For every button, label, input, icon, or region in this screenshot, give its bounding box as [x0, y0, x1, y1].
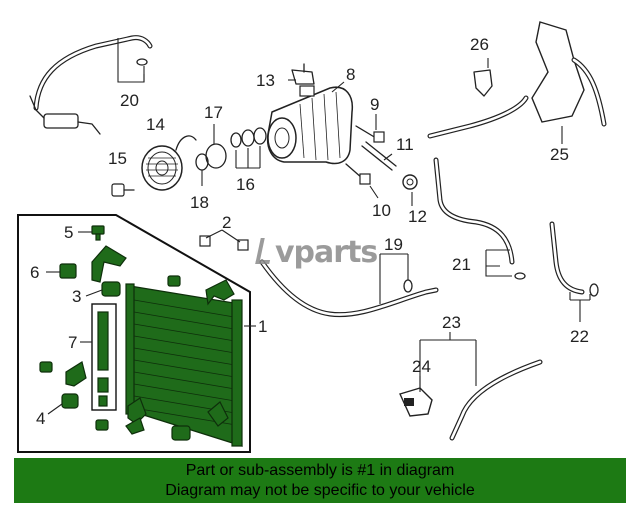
- callout-19[interactable]: 19: [384, 235, 403, 254]
- callout-26[interactable]: 26: [470, 35, 489, 54]
- callout-7[interactable]: 7: [68, 333, 77, 352]
- callout-21[interactable]: 21: [452, 255, 471, 274]
- oring-part-19[interactable]: [403, 279, 413, 293]
- bolt-part-10[interactable]: [345, 163, 371, 185]
- callout-3[interactable]: 3: [72, 287, 81, 306]
- oring-part-20[interactable]: [136, 58, 148, 66]
- pressure-line-part-23[interactable]: [449, 359, 543, 441]
- compressor-part-8[interactable]: [266, 85, 354, 165]
- suction-hose-part-20[interactable]: [29, 35, 153, 135]
- callout-13[interactable]: 13: [256, 71, 275, 90]
- bracket-part-6[interactable]: [91, 245, 127, 283]
- bracket-part-lower[interactable]: [95, 397, 147, 435]
- cushion-part-3[interactable]: [101, 281, 121, 297]
- callout-17[interactable]: 17: [204, 103, 223, 122]
- bolt-part-15[interactable]: [111, 183, 135, 197]
- callout-16[interactable]: 16: [236, 175, 255, 194]
- oring-part-22[interactable]: [589, 283, 599, 297]
- discharge-hose-part-19[interactable]: [259, 259, 439, 318]
- callout-1[interactable]: 1: [258, 317, 267, 336]
- condenser-group-frame: [17, 214, 251, 453]
- shim-part-16[interactable]: [230, 127, 267, 148]
- callout-2[interactable]: 2: [222, 213, 231, 232]
- callout-labels: 1 2 3 4 5 6 7 8 9 10 11 12 13 14 15 16 1…: [30, 35, 589, 428]
- callout-11[interactable]: 11: [396, 135, 414, 154]
- callout-12[interactable]: 12: [408, 207, 427, 226]
- oring-part-21[interactable]: [514, 272, 526, 280]
- callout-9[interactable]: 9: [370, 95, 379, 114]
- callout-18[interactable]: 18: [190, 193, 209, 212]
- bracket-part-upper-right[interactable]: [205, 279, 235, 306]
- banner-line-1: Part or sub-assembly is #1 in diagram: [185, 462, 455, 479]
- bracket-part-13[interactable]: [291, 63, 315, 85]
- liquid-line-part-25[interactable]: [427, 21, 607, 139]
- condenser-part[interactable]: [125, 283, 243, 447]
- bracket-part-right-lower[interactable]: [207, 401, 229, 427]
- watermark-text: vparts: [275, 235, 378, 270]
- callout-6[interactable]: 6: [30, 263, 39, 282]
- leader-lines: [46, 38, 591, 415]
- clip-part-26[interactable]: [473, 69, 493, 97]
- bolt-part-6[interactable]: [59, 263, 77, 279]
- callout-25[interactable]: 25: [550, 145, 569, 164]
- watermark-logo: vparts: [255, 235, 378, 270]
- callout-23[interactable]: 23: [442, 313, 461, 332]
- bolt-part-5[interactable]: [91, 225, 105, 241]
- callout-14[interactable]: 14: [146, 115, 165, 134]
- cushion-part-4[interactable]: [61, 393, 79, 409]
- cushion-part-lower[interactable]: [171, 425, 191, 441]
- nut-part-12[interactable]: [402, 174, 418, 190]
- bracket-part-left[interactable]: [39, 361, 87, 387]
- callout-8[interactable]: 8: [346, 65, 355, 84]
- stud-part-11[interactable]: [361, 141, 397, 171]
- valve-part-24[interactable]: [399, 387, 433, 417]
- callout-22[interactable]: 22: [570, 327, 589, 346]
- snap-ring-part-17[interactable]: [205, 143, 227, 169]
- info-banner: Part or sub-assembly is #1 in diagram Di…: [14, 458, 626, 503]
- tube-part-22[interactable]: [549, 221, 585, 295]
- callout-24[interactable]: 24: [412, 357, 431, 376]
- banner-line-2: Diagram may not be specific to your vehi…: [165, 482, 475, 499]
- callout-15[interactable]: 15: [108, 149, 127, 168]
- callout-20[interactable]: 20: [120, 91, 139, 110]
- clutch-pulley-part-14[interactable]: [141, 135, 197, 191]
- watermark-mark-icon: [255, 238, 275, 264]
- washer-part-18[interactable]: [195, 153, 209, 171]
- callout-4[interactable]: 4: [36, 409, 45, 428]
- bolt-part-2[interactable]: [199, 235, 249, 251]
- receiver-dryer-part[interactable]: [91, 303, 117, 411]
- bolt-part-9[interactable]: [355, 125, 385, 143]
- bolt-part-misc[interactable]: [167, 275, 181, 287]
- callout-5[interactable]: 5: [64, 223, 73, 242]
- tube-part-21[interactable]: [433, 157, 515, 265]
- callout-10[interactable]: 10: [372, 201, 391, 220]
